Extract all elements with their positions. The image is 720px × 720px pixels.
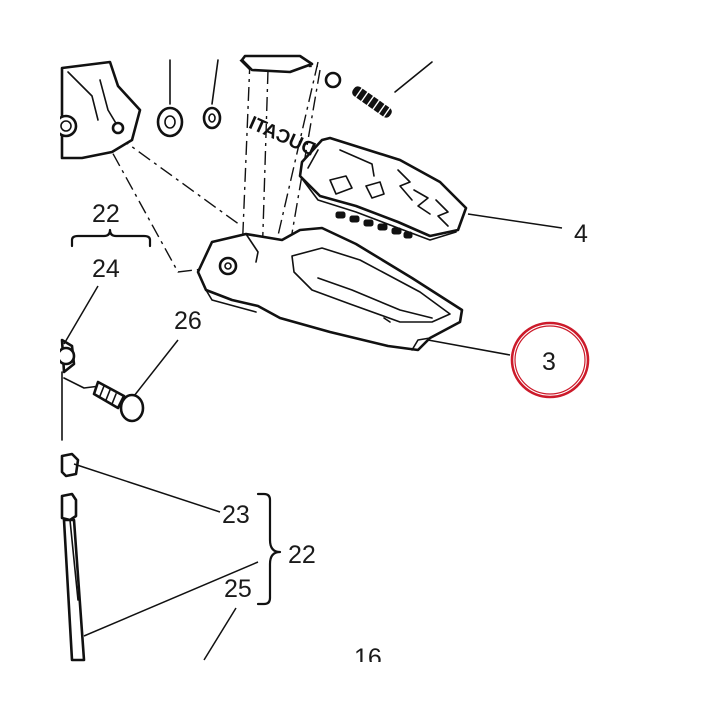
label-22-top: 22 [92,200,120,228]
label-3: 3 [542,348,556,376]
washer-small [202,59,222,130]
label-25: 25 [224,575,252,603]
left-shaft-upper [56,338,101,441]
footrest-bracket [196,226,464,352]
bolt-25 [60,492,86,662]
leader-25b [203,607,237,661]
highlight-circle-inner [514,325,586,395]
leader-23 [73,463,221,513]
label-4: 4 [574,220,588,248]
leader-4 [467,213,563,229]
screw-26 [92,380,145,423]
label-24: 24 [92,255,120,283]
label-26: 26 [174,307,202,335]
leader-25a [83,561,259,637]
leader-3 [427,339,511,356]
spring [352,61,433,118]
hinge-bracket [54,60,142,160]
upper-pivot-piece [240,54,342,89]
brace-top [70,228,152,248]
ducati-logo-text: DUCATI [246,113,319,161]
left-crop [0,0,60,720]
label-23: 23 [222,501,250,529]
highlight-circle [510,321,590,399]
bottom-crop [0,662,720,720]
washer-large [156,59,184,138]
footrest-rubber-insert: DUCATI [246,113,468,241]
leader-26 [133,339,179,397]
rubber-studs [335,211,413,239]
label-22-right: 22 [288,541,316,569]
nut-23 [60,452,80,478]
leader-24 [63,285,99,345]
brace-right [256,492,282,606]
